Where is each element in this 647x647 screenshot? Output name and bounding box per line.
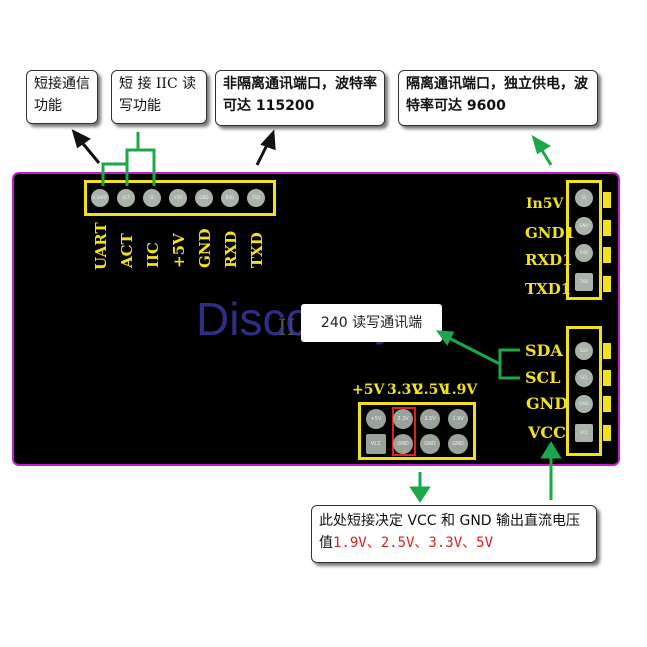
iic-pin-1: SCL (575, 369, 593, 387)
arrow-non-isolated-head (260, 129, 276, 151)
green-arrows (101, 132, 562, 503)
voltage-top-pin-1: 3.3V (393, 409, 413, 429)
isolated-pin-0: 5V (575, 189, 593, 207)
act-iic-bracket (125, 148, 156, 186)
iic-pin-label-2: GND (526, 394, 569, 413)
voltage-bottom-pin-3: GND (448, 434, 468, 454)
isolated-pin-label-3: TXD1 (525, 280, 572, 298)
callout-iic-short: 短 接 IIC 读写功能 (111, 70, 207, 124)
isolated-pin-tab-3 (603, 276, 611, 292)
arrow-center-head (435, 330, 455, 346)
black-arrows (71, 129, 276, 166)
top-pin-label-1: ACT (118, 233, 136, 268)
isolated-pin-label-1: GND1 (525, 224, 575, 242)
callout-isolated-text: 隔离通讯端口，独立供电，波特率可达 9600 (406, 76, 588, 114)
callout-uart-short: 短接通信功能 (26, 70, 98, 124)
voltage-top-pin-3: 1.9V (448, 409, 468, 429)
arrow-isolated-head (531, 134, 551, 155)
top-pin-label-5: RXD (222, 230, 240, 268)
isolated-pin-tab-0 (603, 192, 611, 208)
center-port-label: 240 读写通讯端 (301, 304, 442, 342)
voltage-label-2: 2.5V (414, 382, 450, 398)
voltage-bottom-pin-1: GND (393, 434, 413, 454)
iic-pin-label-1: SCL (525, 368, 561, 387)
arrow-uart-head (71, 129, 91, 149)
top-pin-label-4: GND (196, 228, 214, 268)
iic-pin-0: SDA (575, 342, 593, 360)
voltage-bottom-pin-2: GND (420, 434, 440, 454)
arrow-center-label (444, 334, 501, 366)
isolated-pin-tab-2 (603, 247, 611, 263)
iic-pin-3: VCC (575, 424, 593, 442)
top-pin-1: ACT (117, 189, 135, 207)
top-pin-label-0: UART (92, 222, 110, 270)
callout-voltage-select: 此处短接决定 VCC 和 GND 输出直流电压值1.9V、2.5V、3.3V、5… (311, 505, 597, 563)
top-pin-2: IIC (143, 189, 161, 207)
top-pin-6: TXD (247, 189, 265, 207)
voltage-top-pin-0: +5V (366, 409, 386, 429)
sda-scl-bracket (498, 348, 520, 380)
arrow-voltage-head (409, 486, 431, 503)
voltage-select-header (358, 402, 476, 460)
iic-pin-tab-1 (603, 370, 611, 386)
arrow-vcc-head (540, 441, 562, 459)
callout-uart-short-text: 短接通信功能 (34, 76, 90, 114)
voltage-bottom-pin-0: VCC (366, 434, 386, 454)
top-pin-4: GND (195, 189, 213, 207)
callout-voltage-select-text: 此处短接决定 VCC 和 GND 输出直流电压值 (319, 513, 581, 551)
isolated-pin-label-0: In5V (526, 196, 564, 212)
voltage-label-3: 1.9V (442, 382, 478, 398)
isolated-pin-1: GND (575, 217, 593, 235)
iic-pin-2: GND (575, 395, 593, 413)
isolated-pin-tab-1 (603, 220, 611, 236)
isolated-pin-label-2: RXD1 (525, 251, 573, 269)
top-pin-label-6: TXD (248, 232, 266, 268)
iic-pin-header (566, 326, 602, 456)
voltage-top-pin-2: 2.5V (420, 409, 440, 429)
top-pin-5: RXD (221, 189, 239, 207)
iic-pin-tab-3 (603, 425, 611, 441)
voltage-jumper-highlight (392, 407, 416, 456)
uart-act-bracket (101, 162, 129, 186)
isolated-pin-header (566, 180, 602, 300)
top-pin-0: 4 UART (91, 189, 109, 207)
iic-pin-tab-0 (603, 343, 611, 359)
callout-voltage-values: 1.9V、2.5V、3.3V、5V (333, 535, 494, 551)
voltage-label-1: 3.3V (387, 382, 423, 398)
isolated-pin-2: RXD (575, 244, 593, 262)
top-pin-label-3: +5V (170, 233, 188, 268)
iic-pin-tab-2 (603, 396, 611, 412)
callout-isolated: 隔离通讯端口，独立供电，波特率可达 9600 (398, 70, 598, 126)
top-pin-header (84, 180, 276, 216)
top-pin-3: +5V (169, 189, 187, 207)
top-pin-label-2: IIC (144, 242, 162, 268)
voltage-label-0: +5V (352, 382, 385, 398)
isolated-pin-3: TXD (575, 273, 593, 291)
iic-pin-label-3: VCC (528, 423, 566, 442)
iic-pin-label-0: SDA (525, 341, 563, 360)
callout-non-isolated: 非隔离通讯端口，波特率可达 115200 (215, 70, 385, 126)
callout-iic-short-text: 短 接 IIC 读写功能 (119, 76, 197, 114)
callout-non-isolated-text: 非隔离通讯端口，波特率可达 115200 (223, 76, 377, 114)
